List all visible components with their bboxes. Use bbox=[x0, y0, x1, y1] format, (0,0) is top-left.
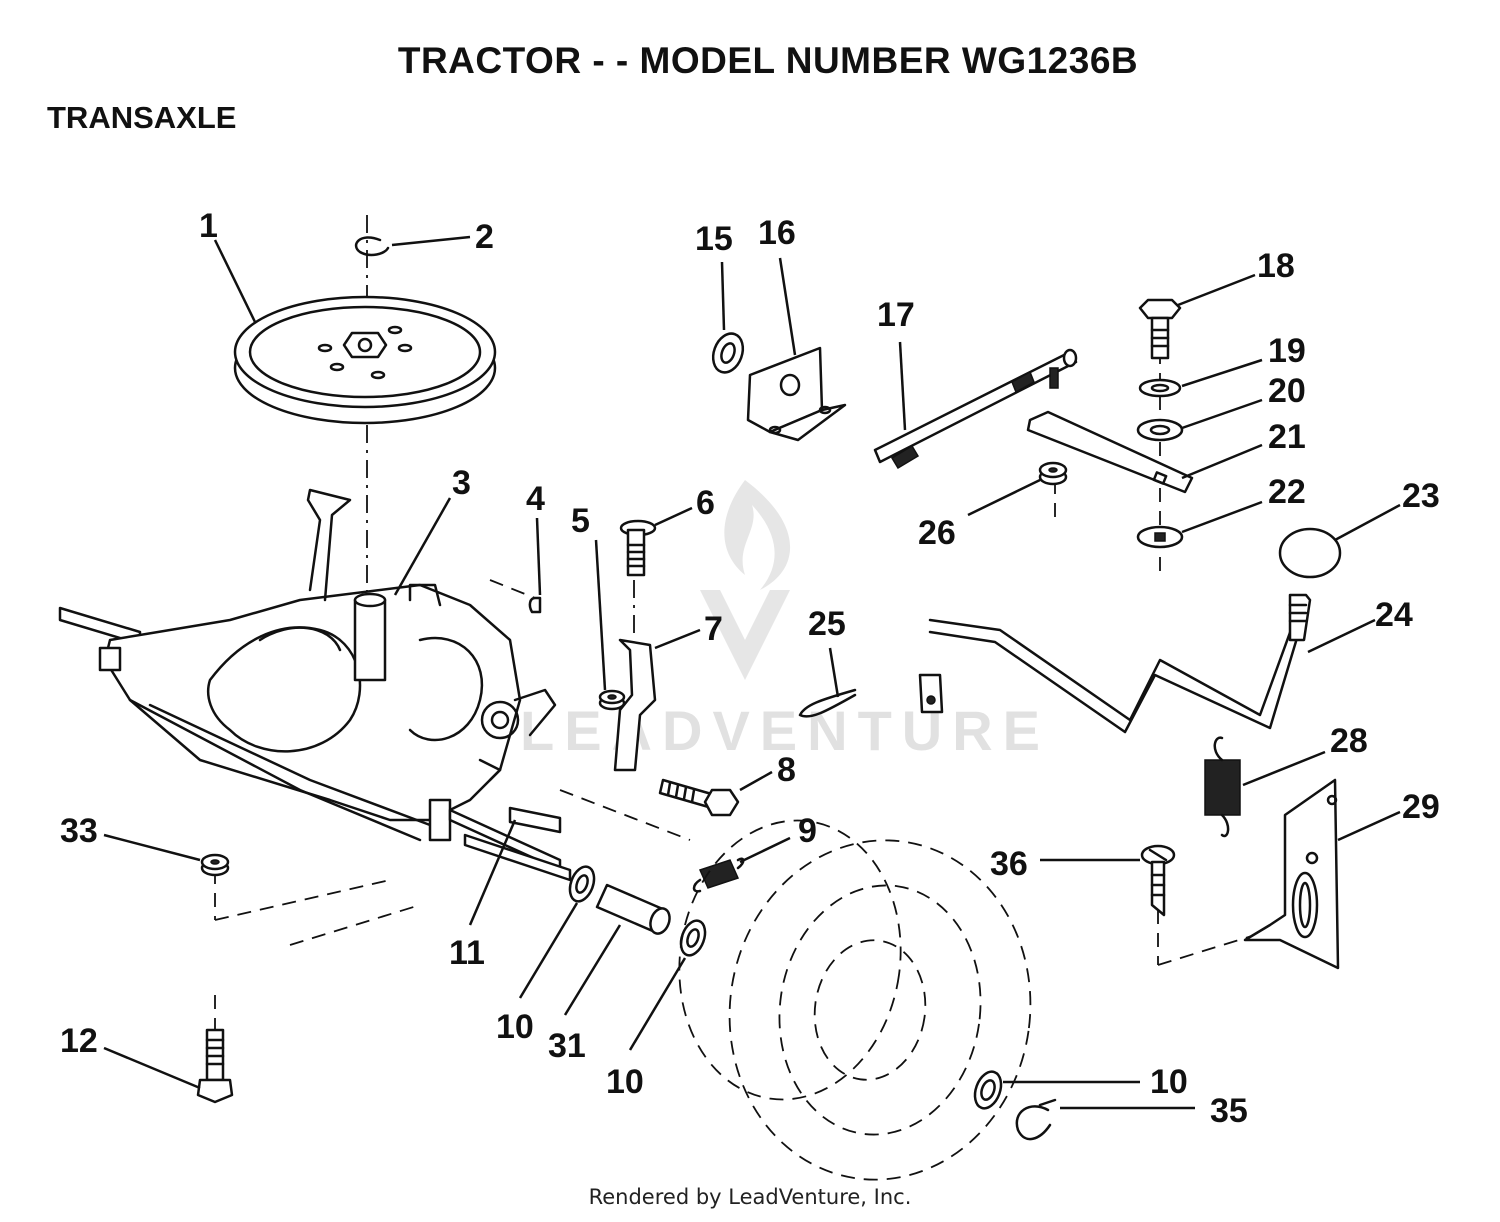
washer-10a-part[interactable] bbox=[566, 863, 599, 904]
callout-2: 2 bbox=[475, 218, 494, 256]
section-title: TRANSAXLE bbox=[47, 100, 237, 135]
callout-17: 17 bbox=[877, 296, 915, 334]
washer-10b-part[interactable] bbox=[677, 917, 710, 958]
shift-lever-part[interactable] bbox=[918, 593, 1312, 734]
bracket-29-part[interactable] bbox=[1243, 778, 1340, 970]
dash-36b bbox=[1157, 934, 1256, 966]
spring-9-part[interactable] bbox=[692, 857, 745, 893]
cotter-pin-part[interactable] bbox=[798, 688, 857, 718]
callout-10b: 10 bbox=[606, 1063, 644, 1101]
callout-8: 8 bbox=[777, 751, 796, 789]
bolt-18-part[interactable] bbox=[1138, 298, 1182, 360]
retaining-ring-part[interactable] bbox=[354, 236, 390, 257]
washer-22-part[interactable] bbox=[1136, 525, 1184, 549]
watermark-logo bbox=[700, 480, 791, 680]
callout-23: 23 bbox=[1402, 477, 1440, 515]
callout-19: 19 bbox=[1268, 332, 1306, 370]
callout-1: 1 bbox=[199, 207, 218, 245]
callout-36: 36 bbox=[990, 845, 1028, 883]
angle-bracket-part[interactable] bbox=[746, 346, 847, 442]
callout-35: 35 bbox=[1210, 1092, 1248, 1130]
callout-28: 28 bbox=[1330, 722, 1368, 760]
washer-15-part[interactable] bbox=[708, 329, 748, 376]
footer-credit: Rendered by LeadVenture, Inc. bbox=[588, 1185, 912, 1209]
transaxle-part[interactable] bbox=[58, 488, 562, 872]
dash-33b bbox=[214, 879, 391, 921]
callout-3: 3 bbox=[452, 464, 471, 502]
carriage-bolt-part[interactable] bbox=[619, 519, 657, 577]
dash-axle bbox=[289, 904, 421, 946]
screw-36-part[interactable] bbox=[1140, 844, 1176, 917]
callout-24: 24 bbox=[1375, 596, 1413, 634]
callout-22: 22 bbox=[1268, 473, 1306, 511]
callout-10c: 10 bbox=[1150, 1063, 1188, 1101]
bolt-12-part[interactable] bbox=[196, 1028, 234, 1104]
washer-20-part[interactable] bbox=[1136, 418, 1184, 442]
nut-part[interactable] bbox=[598, 689, 626, 711]
nut-26-part[interactable] bbox=[1038, 461, 1068, 486]
leader-lines bbox=[103, 235, 1401, 1110]
callout-4: 4 bbox=[526, 480, 545, 518]
callout-29: 29 bbox=[1402, 788, 1440, 826]
spacer-part[interactable] bbox=[595, 883, 673, 936]
callout-20: 20 bbox=[1268, 372, 1306, 410]
callout-11: 11 bbox=[449, 934, 485, 972]
callout-18: 18 bbox=[1257, 247, 1295, 285]
knob-part[interactable] bbox=[1278, 527, 1342, 579]
link-plate-part[interactable] bbox=[1026, 410, 1194, 494]
dash-4 bbox=[489, 579, 541, 601]
callout-12: 12 bbox=[60, 1022, 98, 1060]
wheel-outline bbox=[678, 819, 1032, 1181]
dash-8 bbox=[559, 789, 691, 841]
bracket-part[interactable] bbox=[613, 638, 657, 772]
callout-16: 16 bbox=[758, 214, 796, 252]
spring-28-part[interactable] bbox=[1204, 736, 1241, 838]
callout-7: 7 bbox=[704, 610, 723, 648]
diagram-title: TRACTOR - - MODEL NUMBER WG1236B bbox=[397, 40, 1139, 81]
flange-bolt-part[interactable] bbox=[658, 778, 740, 817]
callout-9: 9 bbox=[798, 812, 817, 850]
callout-labels: 1 2 3 4 5 6 7 8 9 10 10 10 11 12 15 16 1… bbox=[60, 207, 1440, 1130]
lock-washer-19-part[interactable] bbox=[1138, 378, 1182, 398]
washer-10c-part[interactable] bbox=[970, 1068, 1006, 1112]
nut-33-part[interactable] bbox=[200, 853, 230, 877]
pulley-part[interactable] bbox=[233, 295, 497, 425]
callout-15: 15 bbox=[695, 220, 733, 258]
callout-25: 25 bbox=[808, 605, 846, 643]
callout-33: 33 bbox=[60, 812, 98, 850]
callout-6: 6 bbox=[696, 484, 715, 522]
e-clip-part[interactable] bbox=[1015, 1098, 1057, 1141]
callout-5: 5 bbox=[571, 502, 590, 540]
rod-17-part[interactable] bbox=[873, 348, 1078, 470]
axle-part[interactable] bbox=[463, 833, 572, 882]
key-part[interactable] bbox=[528, 596, 542, 614]
callout-31: 31 bbox=[548, 1027, 586, 1065]
callout-21: 21 bbox=[1268, 418, 1306, 456]
callout-10a: 10 bbox=[496, 1008, 534, 1046]
callout-26: 26 bbox=[918, 514, 956, 552]
